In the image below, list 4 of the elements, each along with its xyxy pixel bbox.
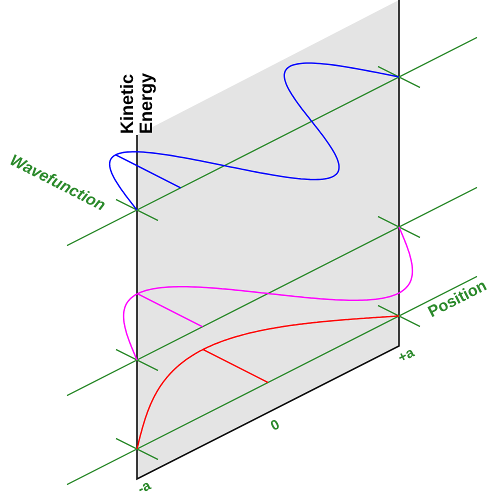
axis-title: Kinetic Energy xyxy=(118,72,156,134)
tick-label: +a xyxy=(396,344,416,366)
tick-label: 0 xyxy=(268,416,282,434)
tick-label: -a xyxy=(135,478,153,496)
